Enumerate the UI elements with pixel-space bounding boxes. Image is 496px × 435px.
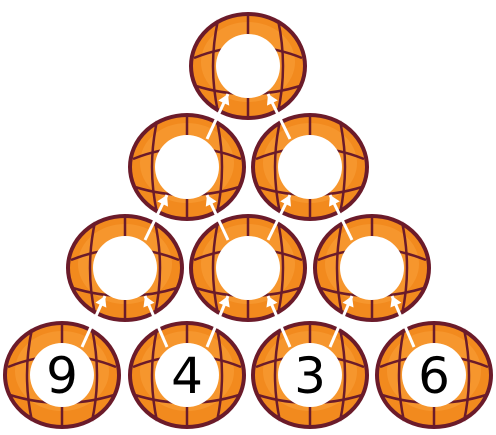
- given-number: 9: [46, 347, 78, 405]
- basketball-icon: [315, 216, 429, 320]
- basketball-icon: [191, 14, 305, 118]
- given-number: 6: [418, 347, 450, 405]
- answer-slot: [216, 34, 280, 98]
- basketball-icon: [253, 115, 367, 219]
- given-number: 4: [171, 347, 203, 405]
- basketball-icon: [130, 115, 244, 219]
- answer-slot: [278, 135, 342, 199]
- answer-slot: [216, 236, 280, 300]
- given-number: 3: [294, 347, 326, 405]
- answer-slot: [93, 236, 157, 300]
- answer-slot: [340, 236, 404, 300]
- basketball-icon: [191, 216, 305, 320]
- basketball-icon: [68, 216, 182, 320]
- answer-slot: [155, 135, 219, 199]
